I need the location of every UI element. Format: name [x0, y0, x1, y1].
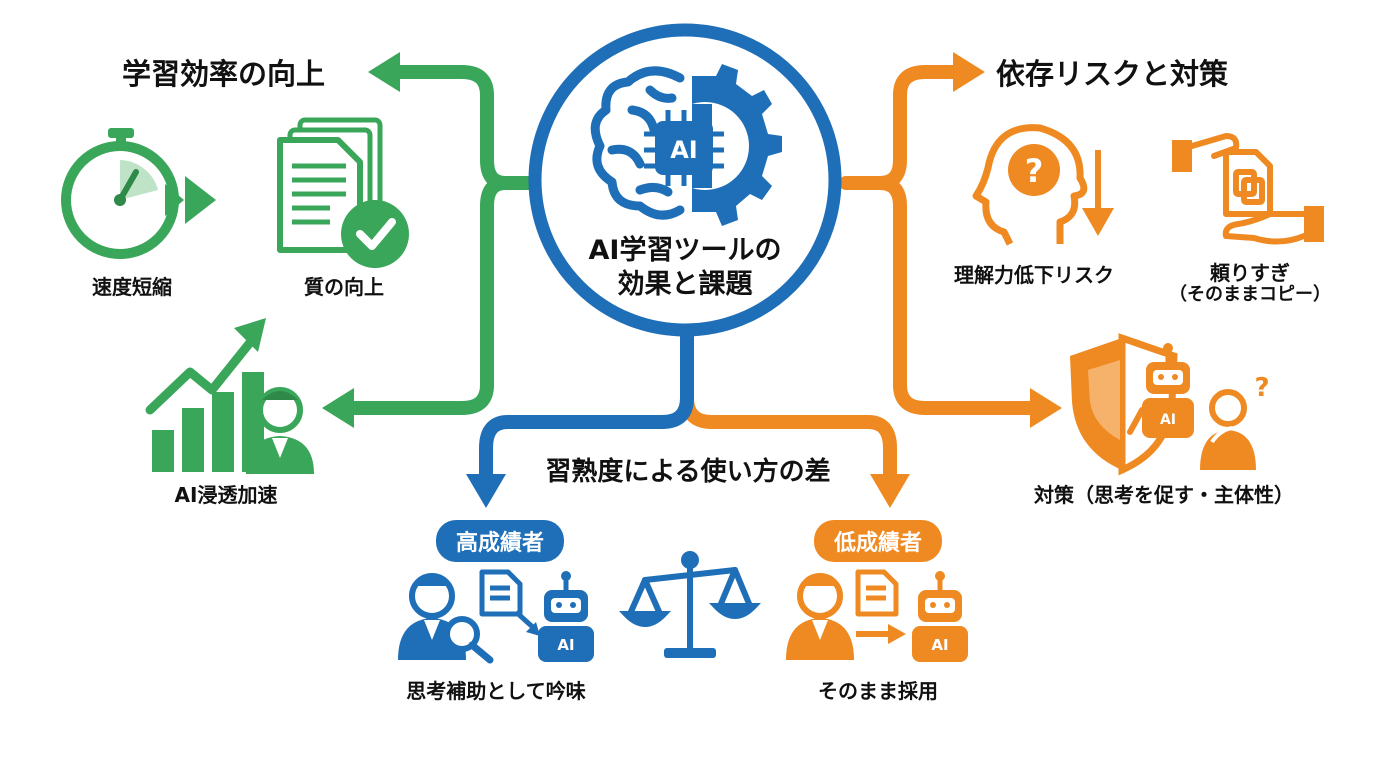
chip-label: AI	[670, 136, 698, 164]
shield-robot-icon: AI ?	[1070, 333, 1270, 476]
center-title-line2: 効果と課題	[617, 268, 753, 300]
arrow-to-growth	[322, 388, 354, 428]
arrow-to-left-heading	[368, 52, 400, 92]
robot-icon: AI	[538, 571, 594, 662]
svg-text:AI: AI	[1160, 412, 1176, 428]
countermeasure-label: 対策（思考を促す・主体性）	[1034, 483, 1294, 507]
robot-icon: AI	[1127, 343, 1194, 438]
over-reliance-line2: （そのままコピー）	[1169, 284, 1331, 305]
adoption-label: AI浸透加速	[174, 483, 278, 507]
bottom-connectors	[479, 323, 897, 485]
comprehension-risk-label: 理解力低下リスク	[954, 263, 1114, 287]
brain-icon	[590, 66, 685, 220]
high-achiever-illustration: AI	[398, 569, 594, 664]
right-heading: 依存リスクと対策	[996, 57, 1229, 91]
center-title: AI学習ツールの 効果と課題	[589, 234, 782, 302]
document-check-icon	[277, 117, 409, 268]
robot-label: AI	[931, 636, 948, 654]
document-icon	[479, 569, 523, 617]
person-icon	[246, 387, 314, 474]
speed-label: 速度短縮	[92, 275, 172, 299]
thinking-person-icon: ?	[1200, 373, 1270, 470]
magnifier-icon	[444, 616, 494, 664]
person-icon	[398, 573, 466, 660]
over-reliance-line1: 頼りすぎ	[1210, 261, 1290, 285]
hand-copy-icon	[1172, 133, 1324, 245]
high-achiever-caption: 思考補助として吟味	[406, 679, 586, 703]
quality-label: 質の向上	[304, 275, 384, 299]
low-achiever-illustration: AI	[786, 569, 968, 662]
head-question-icon: ?	[972, 124, 1114, 246]
arrow-to-right-heading	[953, 52, 985, 92]
high-achiever-badge: 高成績者	[435, 520, 565, 562]
bottom-heading: 習熟度による使い方の差	[545, 457, 831, 487]
arrow-to-low	[870, 474, 910, 508]
svg-text:?: ?	[1025, 152, 1044, 190]
left-heading: 学習効率の向上	[122, 57, 326, 91]
over-reliance-label: 頼りすぎ （そのままコピー）	[1169, 262, 1331, 306]
scales-icon	[619, 551, 761, 658]
robot-icon: AI	[912, 571, 968, 662]
person-icon	[786, 573, 854, 660]
arrow-to-shield	[1030, 388, 1062, 428]
center-title-line1: AI学習ツールの	[588, 235, 782, 266]
right-connectors	[839, 65, 1047, 415]
document-icon	[855, 569, 899, 617]
low-achiever-caption: そのまま採用	[818, 679, 938, 703]
arrow-to-high	[466, 474, 506, 508]
growth-chart-icon	[145, 318, 314, 474]
low-achiever-badge: 低成績者	[813, 520, 943, 562]
left-connectors	[341, 65, 545, 415]
svg-text:?: ?	[1254, 373, 1269, 403]
stopwatch-icon	[61, 128, 216, 259]
robot-label: AI	[557, 636, 574, 654]
center-node: AI	[528, 23, 842, 337]
ai-chip-icon: AI	[644, 110, 724, 186]
